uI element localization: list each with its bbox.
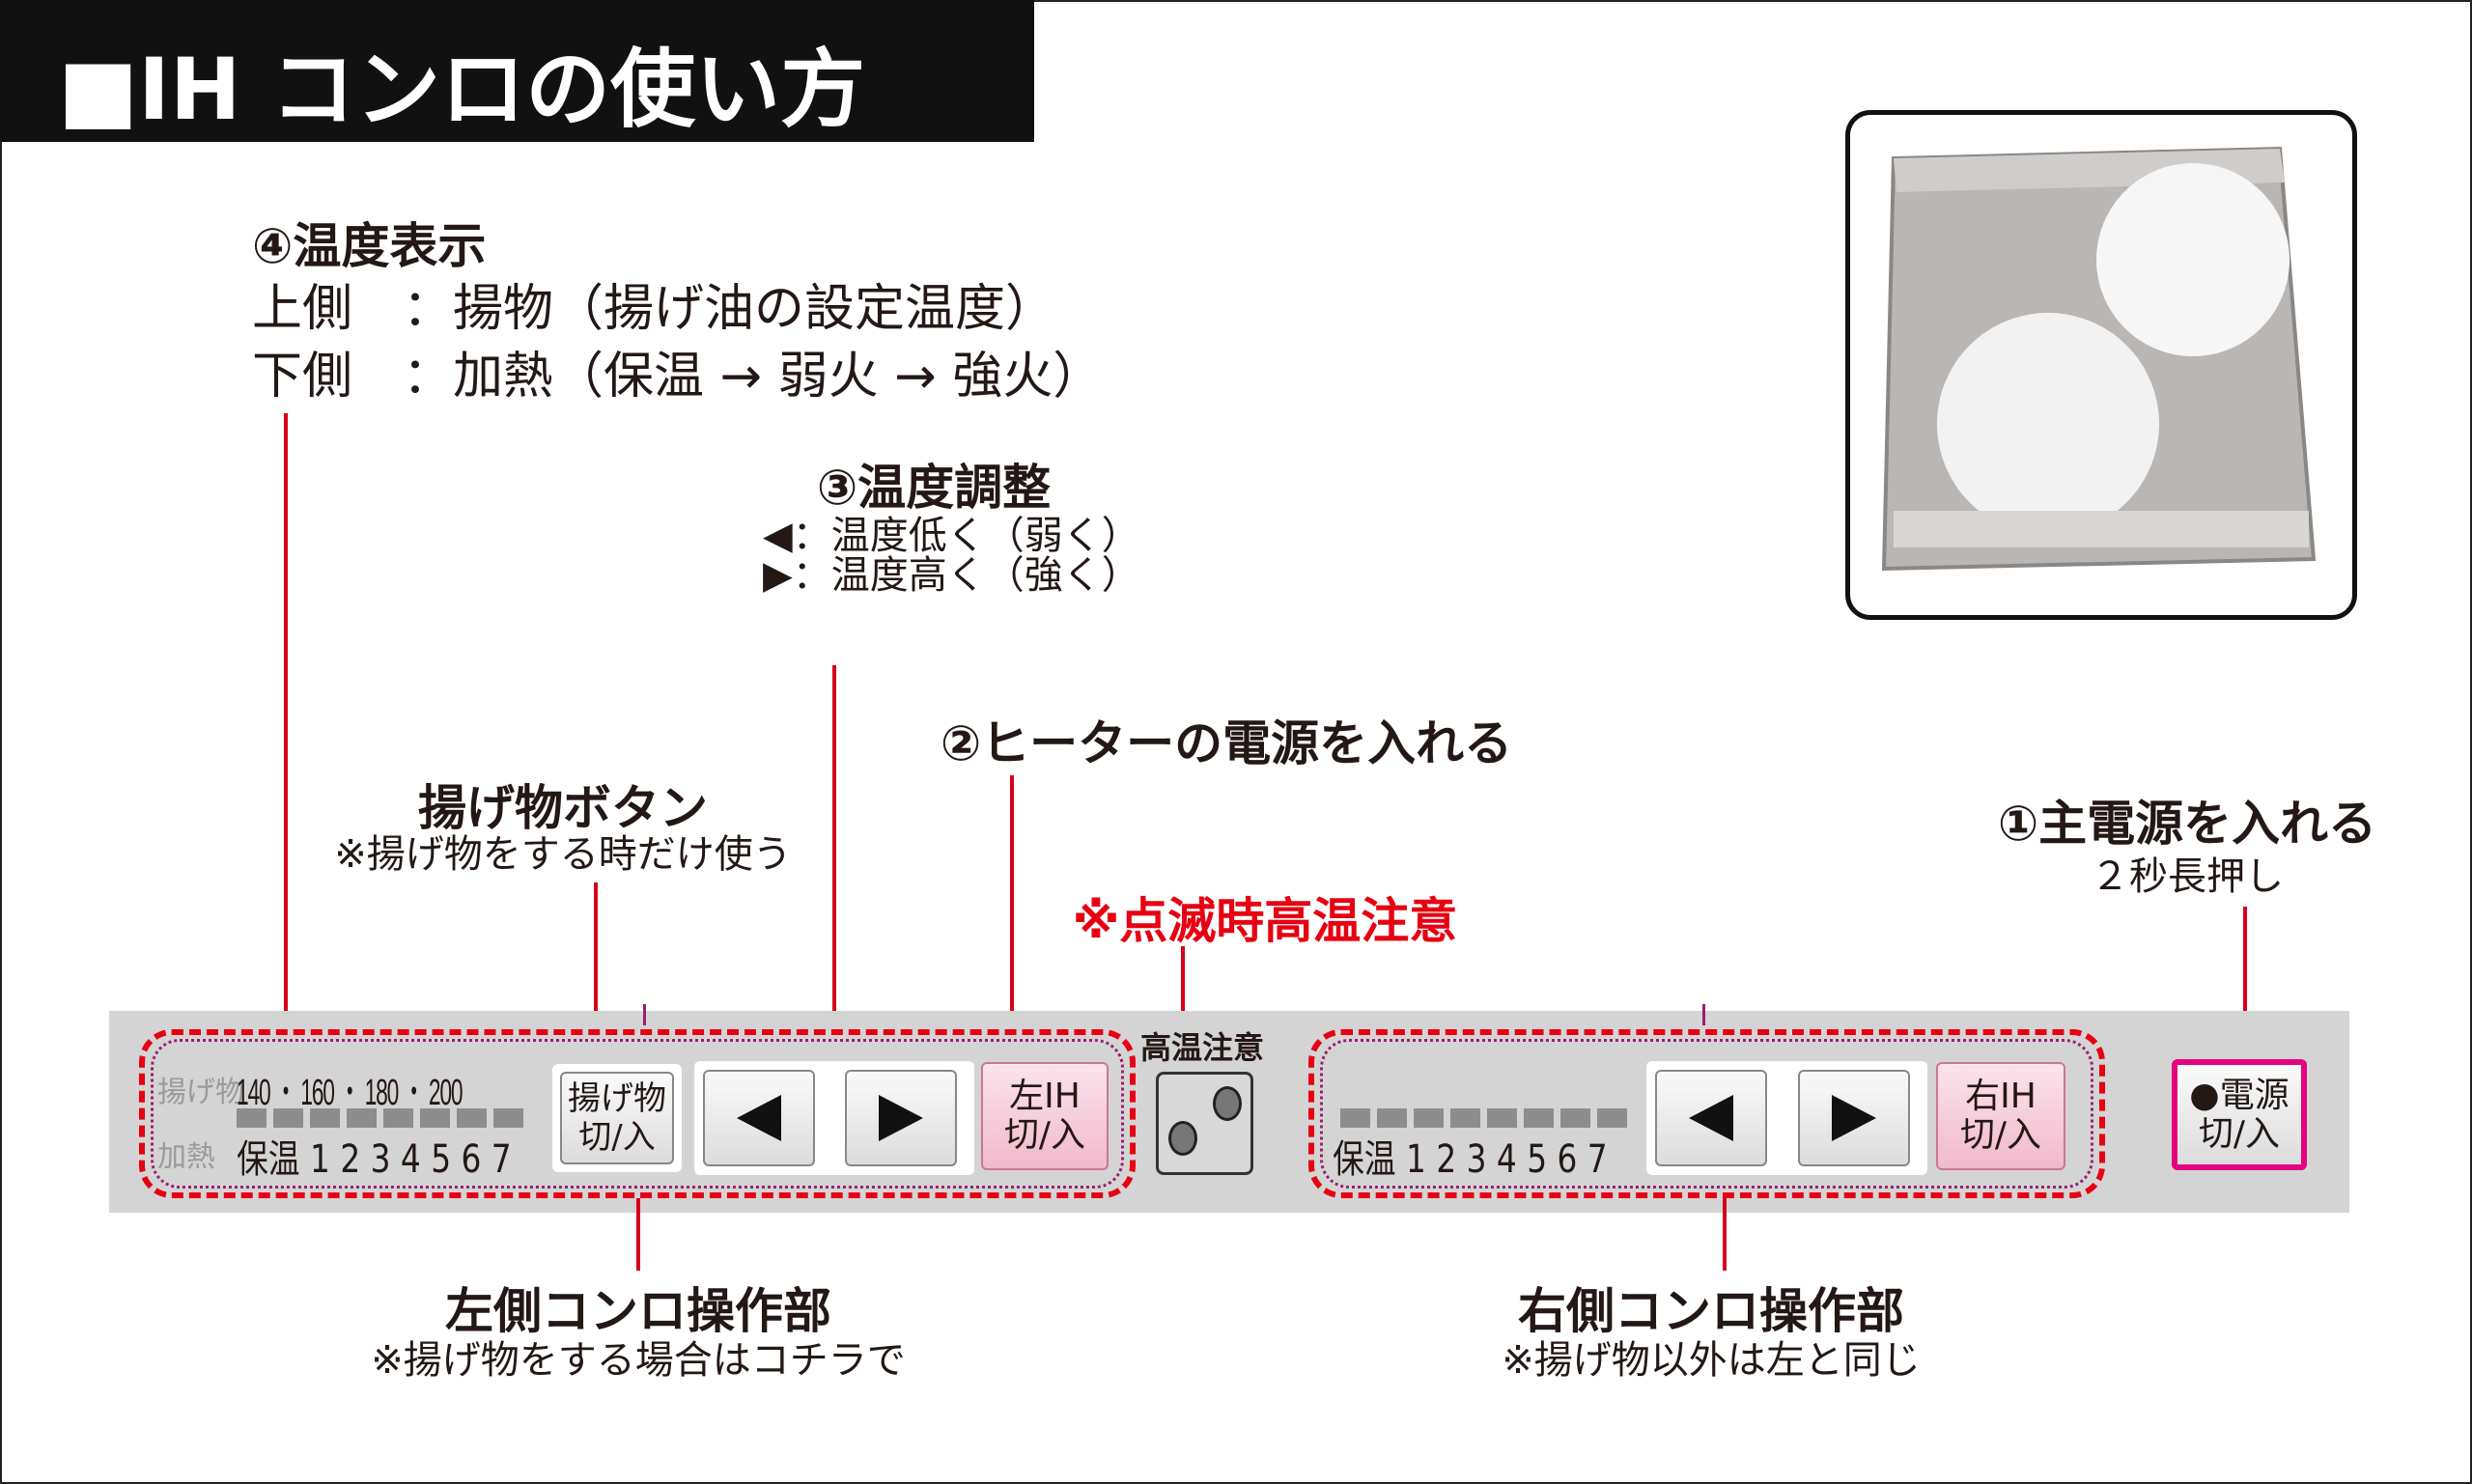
level-indicator-right [1340, 1108, 1640, 1128]
right-section-inner-outline [1320, 1039, 2093, 1189]
fry-button-note: ※揚げ物をする時だけ使う [334, 832, 792, 877]
hot-warning-label: 高温注意 [1140, 1029, 1265, 1066]
left-section-heading: 左側コンロ操作部 [445, 1283, 831, 1339]
left-temp-up-button[interactable] [845, 1070, 957, 1166]
tick-mark [1702, 1004, 1705, 1025]
temp-display-lower: 下側 ：加熱（保温 → 弱火 → 強火） [252, 348, 1104, 406]
triangle-right-icon [1832, 1095, 1876, 1141]
heat-levels-right: 保温 1 2 3 4 5 6 7 [1333, 1137, 1608, 1182]
heater-power-heading: ②ヒーターの電源を入れる [940, 715, 1513, 771]
triangle-left-icon [737, 1095, 781, 1141]
power-sublabel: 切/入 [2198, 1113, 2281, 1154]
hot-warning-indicator [1156, 1072, 1253, 1175]
ih-stove-photo [1845, 110, 2357, 620]
fry-btn-sublabel: 切/入 [578, 1118, 656, 1157]
temp-adjust-down: ◀：温度低く（弱く） [763, 514, 1140, 558]
left-ih-sublabel: 切/入 [1003, 1115, 1086, 1155]
power-label: ●電源 [2189, 1075, 2289, 1115]
triangle-right-icon [879, 1095, 923, 1141]
left-section-note: ※揚げ物をする場合はコチラで [371, 1338, 906, 1383]
temp-display-upper: 上側 ：揚物（揚げ油の設定温度） [252, 280, 1056, 338]
indicator-lamp [1168, 1121, 1197, 1156]
leader-line-right-section [1723, 1198, 1727, 1271]
fry-temps: 140 ・ 160 ・ 180 ・ 200 [237, 1073, 464, 1113]
leader-line-temp-adjust [832, 665, 836, 1090]
right-temp-down-button[interactable] [1655, 1070, 1767, 1166]
fry-label: 揚げ物 [157, 1076, 244, 1109]
right-section-heading: 右側コンロ操作部 [1518, 1283, 1904, 1339]
heat-label: 加熱 [157, 1140, 215, 1174]
tick-mark [643, 1004, 646, 1025]
temp-adjust-heading: ③温度調整 [816, 460, 1052, 516]
temp-display-heading: ④温度表示 [252, 218, 487, 274]
leader-line-fry [594, 882, 598, 1089]
left-section-inner-outline [151, 1039, 1124, 1189]
right-section-note: ※揚げ物以外は左と同じ [1502, 1338, 1921, 1383]
leader-line-left-section [636, 1198, 640, 1271]
right-ih-label: 右IH [1965, 1077, 2037, 1116]
page-title: ■IH コンロの使い方 [0, 0, 1034, 142]
left-temp-down-button[interactable] [703, 1070, 815, 1166]
left-ih-label: 左IH [1009, 1077, 1081, 1116]
right-section-outline [1308, 1029, 2105, 1198]
fry-button-heading: 揚げ物ボタン [418, 780, 708, 836]
right-temp-up-button[interactable] [1798, 1070, 1910, 1166]
main-power-note: ２秒長押し [2091, 854, 2284, 899]
leader-line-heater [1010, 775, 1014, 1090]
main-power-button[interactable]: ●電源切/入 [2172, 1059, 2307, 1170]
heat-levels-left: 保温 1 2 3 4 5 6 7 [237, 1137, 512, 1182]
fry-toggle-button[interactable]: 揚げ物切/入 [560, 1072, 674, 1164]
hot-warning-heading: ※点滅時高温注意 [1072, 893, 1458, 949]
leader-line-power [2243, 907, 2247, 1090]
temp-adjust-up: ▶：温度高く（強く） [763, 553, 1140, 598]
indicator-lamp [1213, 1086, 1242, 1121]
main-power-heading: ①主電源を入れる [1997, 796, 2377, 852]
level-indicator-left [237, 1108, 536, 1128]
right-ih-sublabel: 切/入 [1959, 1115, 2042, 1155]
triangle-left-icon [1689, 1095, 1733, 1141]
fry-btn-label: 揚げ物 [568, 1079, 666, 1118]
leader-line-temp-display [284, 413, 288, 1074]
left-section-outline [139, 1029, 1136, 1198]
